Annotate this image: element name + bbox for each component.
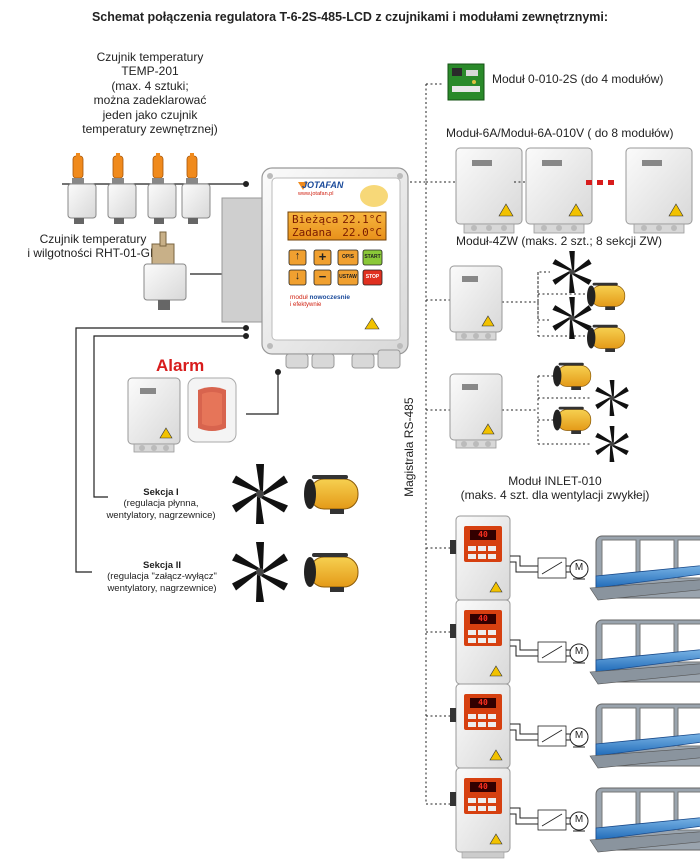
temp-sensor-label: Czujnik temperatury TEMP-201 (max. 4 szt… <box>60 50 240 136</box>
lcd-line-2: Zadana 22.0°C <box>292 226 384 239</box>
heater-icon <box>552 362 592 391</box>
temp-sensor <box>181 152 211 225</box>
humidity-sensor-label: Czujnik temperatury i wilgotności RHT-01… <box>8 232 178 261</box>
motor-label: M <box>574 562 584 573</box>
temp-sensor <box>107 152 137 225</box>
inlet-display: 40 <box>478 698 488 707</box>
alarm-label: Alarm <box>156 356 205 375</box>
section-2-line: wentylatory, nagrzewnice) <box>107 582 217 594</box>
section-1-line: (regulacja płynna, <box>123 498 199 510</box>
inlet-display: 40 <box>478 530 488 539</box>
module-0010-board <box>447 63 485 101</box>
temp-sensor-label-line: jeden jako czujnik <box>102 107 198 122</box>
heater-icon <box>586 282 626 311</box>
humidity-sensor <box>143 231 187 310</box>
motor-label: M <box>574 730 584 741</box>
module-4zw-label: Moduł-4ZW (maks. 2 szt.; 8 sekcji ZW) <box>456 234 663 248</box>
motor-label: M <box>574 814 584 825</box>
heater-icon <box>586 324 626 353</box>
temp-sensor-label-line: można zadeklarować <box>93 93 207 108</box>
diagram-title: Schemat połączenia regulatora T-6-2S-485… <box>91 10 609 24</box>
fan-icon <box>232 542 288 602</box>
up-arrow-button[interactable]: ↑ <box>294 250 301 262</box>
section-2-title: Sekcja II <box>142 560 182 571</box>
plus-button[interactable]: + <box>318 249 327 264</box>
section-1-line: wentylatory, nagrzewnice) <box>106 509 216 521</box>
temp-sensor-label-line: Czujnik temperatury <box>96 50 204 64</box>
module-6a-label: Moduł-6A/Moduł-6A-010V ( do 8 modułów) <box>446 126 674 140</box>
stop-button[interactable]: STOP <box>365 274 380 280</box>
more-modules-dots <box>586 180 614 185</box>
fan-icon <box>552 297 592 339</box>
controller-slogan-line-2: i efektywnie <box>290 302 322 308</box>
temp-sensor <box>147 152 177 225</box>
controller-website: www.jotafan.pl <box>298 191 334 197</box>
fan-icon <box>595 426 629 462</box>
module-6a <box>455 147 523 234</box>
inlet-label-line: Moduł INLET-010 <box>508 474 602 488</box>
section-1-title: Sekcja I <box>143 487 179 498</box>
fan-icon <box>595 380 629 416</box>
slogan-part: nowoczesnie <box>309 294 350 301</box>
module-4zw <box>449 265 503 341</box>
lcd-line-1: Bieżąca 22.1°C <box>292 213 384 226</box>
lcd-set-value: 22.0°C <box>342 226 382 239</box>
humidity-sensor-label-line: i wilgotności RHT-01-GN <box>27 246 159 261</box>
controller-slogan: moduł nowoczesnie <box>290 294 350 302</box>
heater-icon <box>552 406 592 435</box>
section-2-label: Sekcja II (regulacja "załącz-wyłącz" wen… <box>92 560 232 594</box>
section-1-label: Sekcja I (regulacja płynna, wentylatory,… <box>96 487 226 521</box>
controller-brand: JOTAFAN <box>302 180 344 190</box>
temp-sensor-label-line: TEMP-201 <box>121 64 179 79</box>
opis-button[interactable]: OPIS <box>342 254 354 260</box>
inlet-label: Moduł INLET-010 (maks. 4 szt. dla wentyl… <box>440 474 670 503</box>
slogan-part: moduł <box>290 294 308 301</box>
heater-icon <box>303 552 359 593</box>
heater-icon <box>303 474 359 515</box>
down-arrow-button[interactable]: ↓ <box>294 270 301 282</box>
lcd-set-label: Zadana <box>292 226 332 239</box>
ustaw-button[interactable]: USTAW <box>339 274 357 280</box>
main-controller <box>221 167 409 369</box>
inlet-display: 40 <box>478 782 488 791</box>
start-button[interactable]: START <box>364 254 381 260</box>
minus-button[interactable]: − <box>318 269 327 284</box>
module-6a <box>525 147 593 234</box>
alarm-siren-icon <box>187 377 237 443</box>
motor-label: M <box>574 646 584 657</box>
temp-sensor <box>67 152 97 225</box>
module-6a <box>625 147 693 234</box>
fan-icon <box>232 464 288 524</box>
lcd-current-value: 22.1°C <box>342 213 382 226</box>
temp-sensor-label-line: (max. 4 sztuki; <box>111 78 189 93</box>
alarm-module <box>127 377 181 453</box>
inlet-display: 40 <box>478 614 488 623</box>
inlet-label-line: (maks. 4 szt. dla wentylacji zwykłej) <box>460 488 650 503</box>
section-2-line: (regulacja "załącz-wyłącz" <box>107 571 217 583</box>
fan-icon <box>552 251 592 293</box>
module-0010-label: Moduł 0-010-2S (do 4 modułów) <box>492 72 664 86</box>
keypad <box>288 249 383 286</box>
lcd-current-label: Bieżąca <box>292 213 339 226</box>
temp-sensor-label-line: temperatury zewnętrznej) <box>82 121 218 136</box>
humidity-sensor-label-line: Czujnik temperatury <box>39 232 147 246</box>
module-4zw <box>449 373 503 449</box>
